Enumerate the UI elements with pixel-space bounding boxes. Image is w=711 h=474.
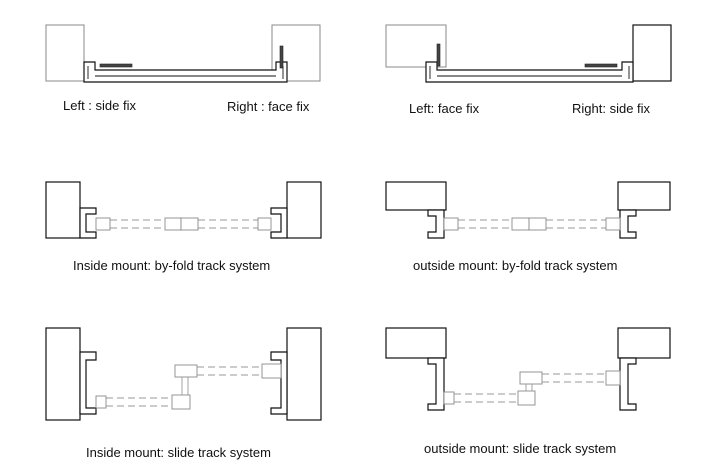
caption-right-face-fix: Right : face fix — [227, 99, 310, 114]
panel-inside-slide — [45, 327, 322, 421]
panel-face-side-fix — [385, 24, 672, 83]
left-track — [79, 351, 97, 415]
side-screw — [584, 63, 618, 68]
left-wall — [45, 327, 81, 421]
right-track — [619, 357, 637, 411]
right-wall — [617, 327, 671, 359]
caption-inside-slide: Inside mount: slide track system — [86, 445, 271, 460]
face-screw — [279, 45, 284, 69]
face-screw — [436, 43, 441, 67]
right-track — [270, 351, 288, 415]
left-wall — [385, 327, 447, 359]
right-wall — [286, 181, 322, 239]
left-wall — [45, 24, 85, 82]
caption-left-side-fix: Left : side fix — [63, 98, 136, 113]
right-track — [619, 209, 637, 239]
panel-outside-slide — [385, 327, 671, 411]
hinge-left — [511, 217, 530, 231]
track-profile — [83, 61, 288, 83]
left-track — [427, 209, 445, 239]
left-track — [79, 207, 97, 239]
left-wall — [385, 181, 447, 211]
caption-right-side-fix: Right: side fix — [572, 101, 651, 116]
right-wall — [617, 181, 671, 211]
caption-outside-bifold: outside mount: by-fold track system — [413, 258, 618, 273]
panel-outside-bifold — [385, 181, 671, 239]
hinge-right — [528, 217, 547, 231]
upper-door-end — [605, 370, 621, 386]
panel-side-face-fix — [45, 24, 321, 83]
lower-door-roller — [517, 390, 536, 406]
right-wall — [632, 24, 672, 82]
hinge-left — [164, 217, 182, 231]
hinge-right — [180, 217, 199, 231]
lower-door-end — [443, 391, 455, 405]
left-wall — [385, 24, 447, 68]
upper-door-roller — [519, 371, 543, 385]
caption-inside-bifold: Inside mount: by-fold track system — [73, 258, 271, 273]
caption-left-face-fix: Left: face fix — [409, 101, 480, 116]
lower-door-end — [95, 395, 107, 409]
right-wall — [286, 327, 322, 421]
lower-door-roller — [171, 394, 191, 410]
right-track — [270, 207, 288, 239]
upper-door-roller — [174, 364, 198, 378]
upper-door-end — [261, 363, 282, 379]
left-pivot — [95, 217, 111, 231]
side-screw — [99, 63, 133, 68]
right-pivot — [257, 217, 272, 231]
left-track — [427, 357, 445, 411]
left-pivot — [443, 217, 459, 231]
left-wall — [45, 181, 81, 239]
caption-outside-slide: outside mount: slide track system — [424, 441, 617, 456]
panel-inside-bifold — [45, 181, 322, 239]
right-pivot — [605, 217, 621, 231]
